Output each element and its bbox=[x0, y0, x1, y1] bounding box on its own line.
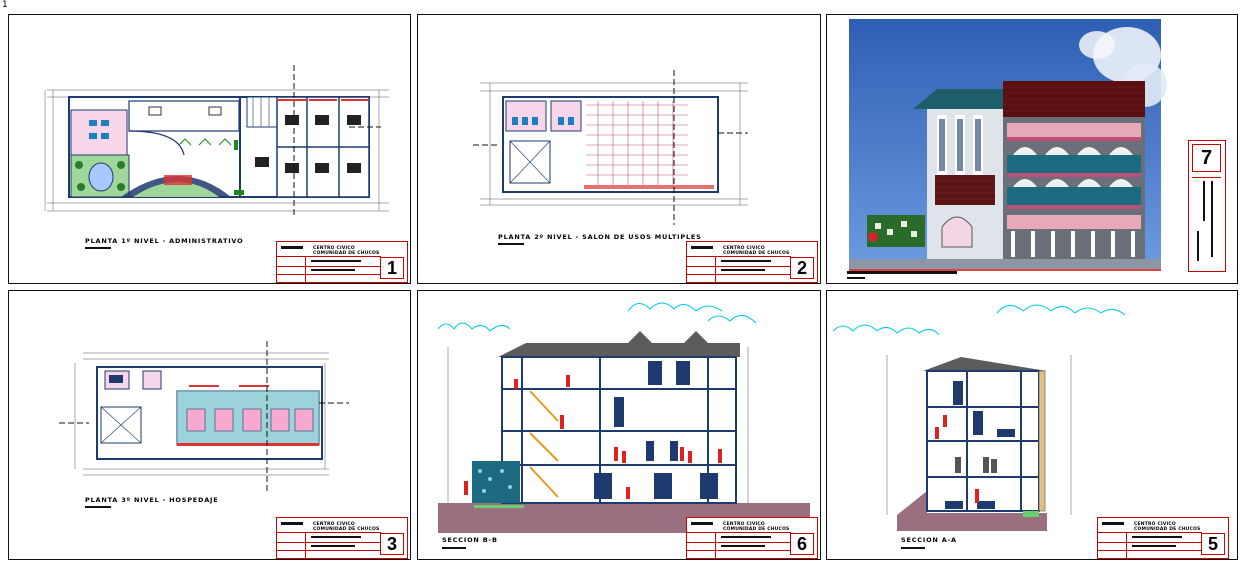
title-block-community: COMUNIDAD DE CHUCOS bbox=[313, 527, 380, 532]
title-block: CENTRO CIVICO COMUNIDAD DE CHUCOS 5 bbox=[1097, 517, 1229, 559]
sheet-2-planta-2[interactable]: PLANTA 2º NIVEL - SALON DE USOS MULTIPLE… bbox=[417, 14, 821, 284]
title-block-project: CENTRO CIVICO bbox=[313, 246, 355, 251]
title-block-community: COMUNIDAD DE CHUCOS bbox=[723, 527, 790, 532]
floor-plan-1-drawing bbox=[44, 65, 389, 215]
sheet-6-section-bb[interactable]: SECCION B-B CENTRO CIVICO COMUNIDAD DE C… bbox=[417, 290, 821, 560]
section-aa-drawing bbox=[832, 304, 1126, 531]
title-block: CENTRO CIVICO COMUNIDAD DE CHUCOS 6 bbox=[686, 517, 818, 559]
sheet-number: 6 bbox=[790, 533, 814, 555]
sheet-7-elevation[interactable] bbox=[826, 14, 1238, 284]
sheet-number: 7 bbox=[1192, 144, 1221, 172]
floor-plan-3-drawing bbox=[59, 341, 349, 491]
title-block-community: COMUNIDAD DE CHUCOS bbox=[723, 251, 790, 256]
sheet-number: 1 bbox=[380, 257, 404, 279]
title-underline bbox=[901, 547, 925, 549]
title-underline bbox=[498, 243, 524, 245]
title-underline bbox=[442, 547, 466, 549]
sheet-3-planta-3[interactable]: PLANTA 3º NIVEL - HOSPEDAJE CENTRO CIVIC… bbox=[8, 290, 411, 560]
title-block-community: COMUNIDAD DE CHUCOS bbox=[1134, 527, 1201, 532]
sheet-number: 2 bbox=[790, 257, 814, 279]
title-block: CENTRO CIVICO COMUNIDAD DE CHUCOS 2 bbox=[686, 241, 818, 283]
sheet-number: 3 bbox=[380, 533, 404, 555]
sheet-1-planta-1[interactable]: PLANTA 1º NIVEL - ADMINISTRATIVO CENTRO … bbox=[8, 14, 411, 284]
title-block: CENTRO CIVICO COMUNIDAD DE CHUCOS 1 bbox=[276, 241, 408, 283]
sheet-title: SECCION B-B bbox=[442, 536, 498, 544]
title-block-project: CENTRO CIVICO bbox=[1134, 522, 1176, 527]
title-block-project: CENTRO CIVICO bbox=[723, 522, 765, 527]
sheet-title: SECCION A-A bbox=[901, 536, 957, 544]
title-block-vertical: 7 bbox=[1188, 140, 1226, 272]
section-bb-drawing bbox=[437, 302, 810, 533]
sheet-title: PLANTA 1º NIVEL - ADMINISTRATIVO bbox=[85, 237, 244, 245]
corner-mark: 1 bbox=[2, 0, 8, 10]
sheet-title: PLANTA 2º NIVEL - SALON DE USOS MULTIPLE… bbox=[498, 233, 702, 241]
floor-plan-2-drawing bbox=[473, 70, 748, 225]
elevation-rendering bbox=[847, 19, 1167, 279]
title-block-community: COMUNIDAD DE CHUCOS bbox=[313, 251, 380, 256]
sheet-5-section-aa[interactable]: SECCION A-A CENTRO CIVICO COMUNIDAD DE C… bbox=[826, 290, 1238, 560]
title-block: CENTRO CIVICO COMUNIDAD DE CHUCOS 3 bbox=[276, 517, 408, 559]
title-underline bbox=[85, 247, 111, 249]
sheet-title: PLANTA 3º NIVEL - HOSPEDAJE bbox=[85, 496, 219, 504]
title-underline bbox=[85, 506, 111, 508]
sheet-number: 5 bbox=[1201, 533, 1225, 555]
title-block-project: CENTRO CIVICO bbox=[313, 522, 355, 527]
title-block-project: CENTRO CIVICO bbox=[723, 246, 765, 251]
